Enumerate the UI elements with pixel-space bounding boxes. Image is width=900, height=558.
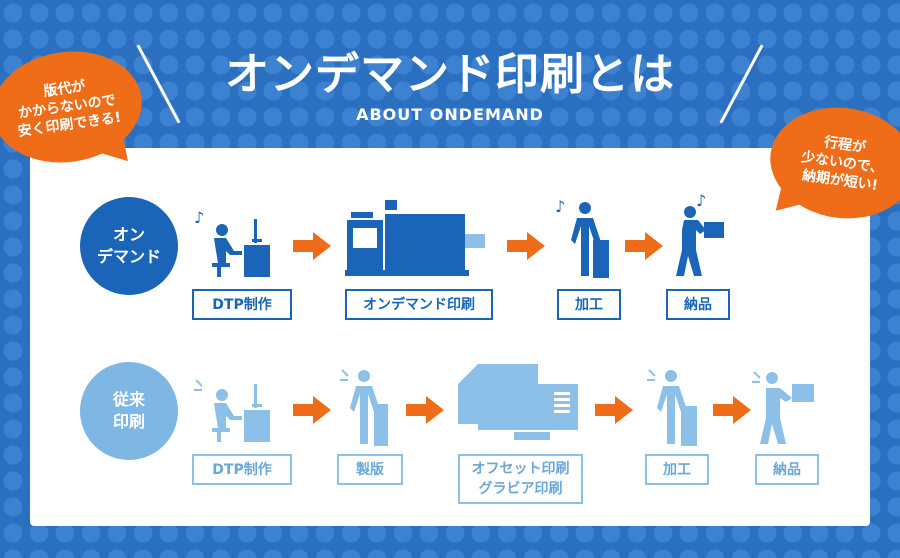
step-label: DTP制作 [212,461,272,478]
arrow-right-icon [293,396,331,424]
step-dtp: DTP制作 [192,289,292,320]
arrow-right-icon [595,396,633,424]
digital-press-icon [345,200,485,276]
step-label: 納品 [773,461,801,478]
delivery-worker-icon [752,371,814,444]
step-processing: 加工 [645,454,709,485]
circle-line: 従来 [112,390,145,409]
step-label: グラビア印刷 [478,481,563,497]
content-panel [30,148,870,526]
circle-line: デマンド [96,247,161,266]
offset-press-icon [458,364,578,440]
page-title: オンデマンド印刷とは [225,49,675,100]
dtp-worker-icon: ♪ [194,208,270,277]
arrow-right-icon [625,232,663,260]
circle-line: 印刷 [112,412,145,431]
delivery-worker-icon: ♪ [676,191,724,276]
traditional-circle: 従来 印刷 [80,362,178,460]
svg-text:♪: ♪ [194,208,204,227]
step-delivery: 納品 [666,289,730,320]
processing-worker-icon: ♪ [555,197,609,278]
step-dtp: DTP制作 [192,454,292,485]
step-offset-gravure: オフセット印刷 グラビア印刷 [458,454,583,504]
step-delivery: 納品 [755,454,819,485]
svg-text:♪: ♪ [696,191,706,210]
page-subtitle: ABOUT ONDEMAND [356,105,544,124]
arrow-right-icon [713,396,751,424]
arrow-right-icon [406,396,444,424]
processing-worker-icon [647,369,697,446]
step-ondemand-print: オンデマンド印刷 [345,289,493,320]
arrow-right-icon [507,232,545,260]
svg-text:♪: ♪ [555,197,565,216]
step-label: DTP制作 [212,296,272,313]
ondemand-circle: オン デマンド [80,197,178,295]
step-processing: 加工 [557,289,621,320]
step-label: 納品 [684,296,712,313]
arrow-right-icon [293,232,331,260]
step-platemaking: 製版 [337,454,403,485]
platemaking-worker-icon [340,369,388,446]
step-label: 加工 [663,461,691,478]
step-label: 製版 [356,461,384,478]
dtp-worker-icon [194,379,270,442]
header: オンデマンド印刷とは ABOUT ONDEMAND [0,0,900,140]
circle-line: オン [112,225,145,244]
step-label: オフセット印刷 [471,461,570,477]
step-label: オンデマンド印刷 [363,296,475,313]
step-label: 加工 [575,296,603,313]
